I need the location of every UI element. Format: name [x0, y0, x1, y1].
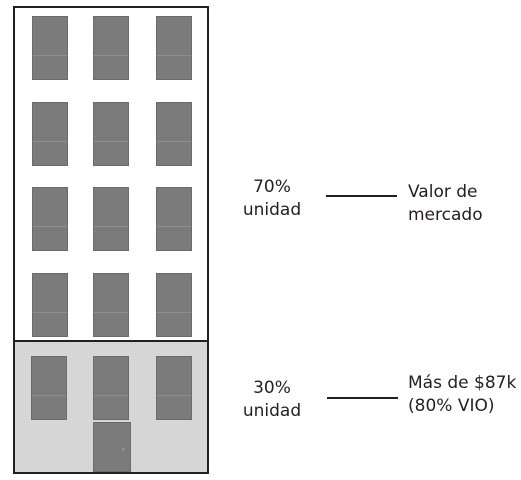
- upper-connector-line: [326, 195, 397, 197]
- upper-unit: unidad: [242, 200, 302, 220]
- window: [31, 356, 67, 420]
- window: [156, 102, 192, 166]
- window: [93, 187, 129, 251]
- window: [156, 187, 192, 251]
- lower-share: 30%: [253, 378, 291, 398]
- lower-connector-line: [327, 397, 398, 399]
- window: [93, 273, 129, 337]
- upper-share-label: 70% unidad: [232, 176, 312, 222]
- lower-share-label: 30% unidad: [232, 377, 312, 423]
- window: [32, 187, 68, 251]
- window: [93, 102, 129, 166]
- door: [93, 422, 131, 472]
- window: [156, 356, 192, 420]
- lower-value-line1: Más de $87k: [408, 373, 517, 393]
- window: [32, 102, 68, 166]
- upper-value-line1: Valor de: [408, 182, 478, 202]
- upper-share: 70%: [253, 177, 291, 197]
- upper-value-line2: mercado: [408, 205, 483, 225]
- building: [13, 6, 209, 474]
- lower-unit: unidad: [242, 401, 302, 421]
- ground-floor-section: [15, 340, 207, 472]
- window: [93, 16, 129, 80]
- lower-value-label: Más de $87k (80% VIO): [408, 372, 516, 418]
- window: [32, 273, 68, 337]
- window: [156, 16, 192, 80]
- lower-value-line2: (80% VIO): [408, 396, 495, 416]
- upper-value-label: Valor de mercado: [408, 181, 483, 227]
- window: [93, 356, 129, 420]
- window: [156, 273, 192, 337]
- window: [32, 16, 68, 80]
